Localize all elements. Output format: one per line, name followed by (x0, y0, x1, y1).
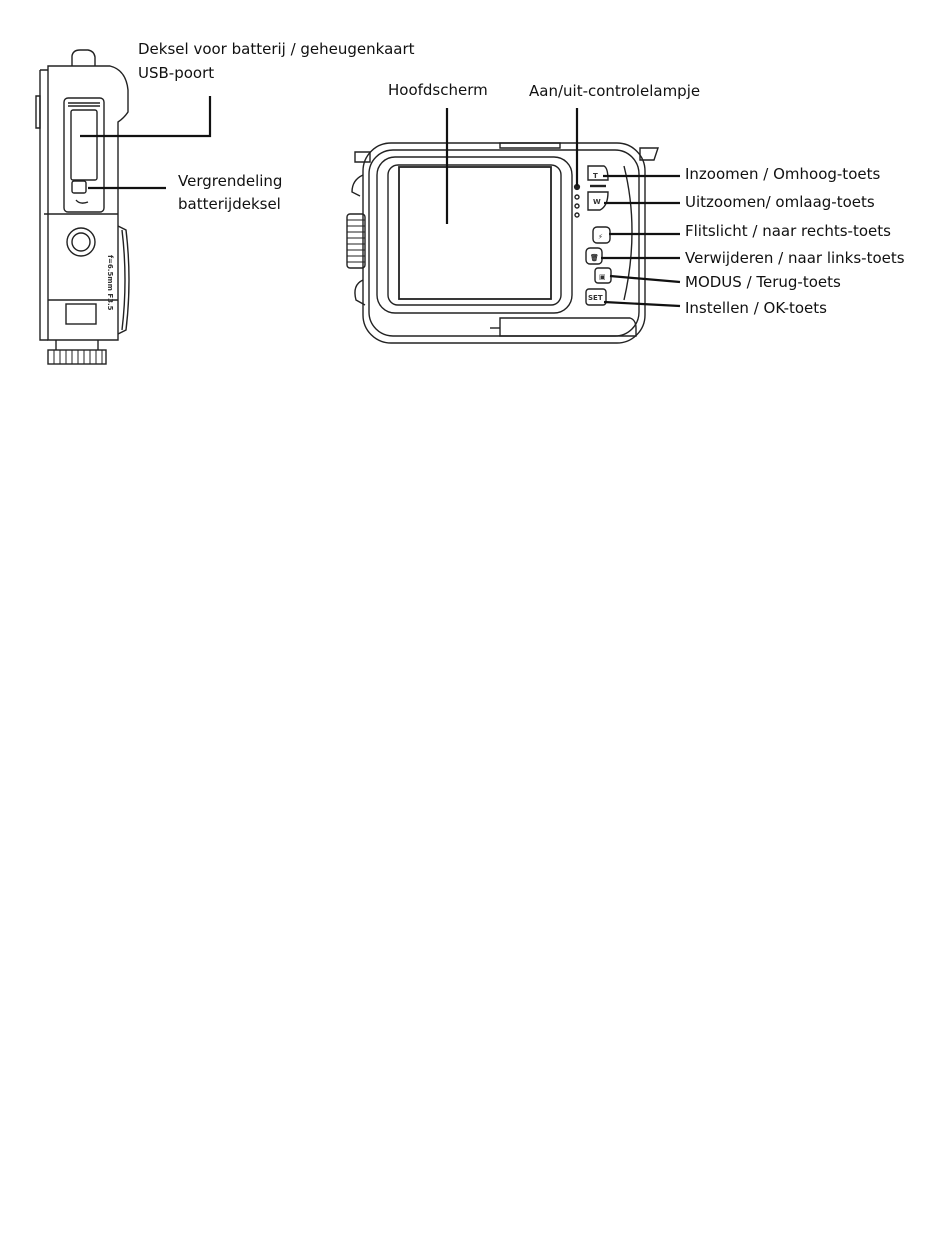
label-cover-lock-line1: Vergrendeling (178, 172, 282, 191)
mode-dial (48, 350, 106, 364)
label-usb-port: USB-poort (138, 64, 214, 83)
label-zoom-out-down: Uitzoomen/ omlaag-toets (685, 193, 875, 212)
label-battery-card-cover: Deksel voor batterij / geheugenkaart (138, 40, 415, 59)
lens-spec-text: f=6.5mm F3.5 (106, 255, 114, 311)
main-screen (399, 167, 551, 299)
wide-glyph: W (593, 198, 601, 206)
set-glyph: SET (588, 294, 603, 302)
mode-icon: ▣ (599, 273, 606, 281)
tele-glyph: T (593, 172, 598, 180)
tripod-socket (67, 228, 95, 256)
label-mode-back: MODUS / Terug-toets (685, 273, 841, 292)
tele-button (588, 166, 608, 180)
cover-lock-switch (72, 181, 86, 193)
camera-side-view (36, 50, 129, 364)
camera-back-view (347, 143, 658, 343)
label-flash-right: Flitslicht / naar rechts-toets (685, 222, 891, 241)
label-main-screen: Hoofdscherm (388, 81, 488, 100)
trash-icon: 🗑 (590, 253, 599, 262)
label-zoom-in-up: Inzoomen / Omhoog-toets (685, 165, 880, 184)
label-power-led: Aan/uit-controlelampje (529, 82, 700, 101)
label-cover-lock-line2: batterijdeksel (178, 195, 281, 214)
screen-bezel (377, 157, 572, 313)
label-set-ok: Instellen / OK-toets (685, 299, 827, 318)
flash-icon: ⚡ (598, 233, 603, 241)
label-delete-left: Verwijderen / naar links-toets (685, 249, 905, 268)
battery-cover (64, 98, 104, 212)
